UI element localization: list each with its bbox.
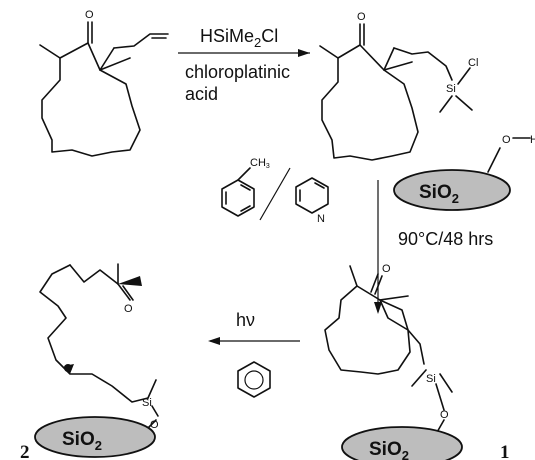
product-1-siloxane-oxygen: O	[440, 409, 449, 421]
product-2-silica-support	[34, 416, 156, 458]
product-1-silica-support	[341, 426, 463, 460]
compound-1-number-visible: 1	[500, 442, 510, 460]
intermediate-oxygen-label: O	[357, 11, 366, 23]
intermediate-chlorine-label: Cl	[468, 57, 478, 69]
product-1-silica-label: SiO2	[369, 439, 409, 460]
pyridine-structure	[295, 177, 329, 214]
catalyst-label-line1: chloroplatinic	[185, 62, 290, 82]
toluene-structure	[221, 167, 255, 217]
pyridine-nitrogen-label: N	[317, 213, 325, 225]
product-2-oxygen-label: O	[124, 303, 133, 315]
product-2-silicon-label: Si	[142, 397, 152, 409]
compound-2-number: 2	[20, 442, 30, 460]
solvent-separator	[259, 167, 291, 221]
starting-oxygen-label: O	[85, 9, 94, 21]
product-1-silicon-label: Si	[426, 373, 436, 385]
silica-hydroxyl-oxygen: O	[502, 134, 511, 146]
silica-reagent	[393, 137, 531, 211]
intermediate-silicon-label: Si	[446, 83, 456, 95]
catalyst-label-line2: acid	[185, 84, 218, 104]
product-2-structure	[39, 263, 159, 433]
benzene-solvent-structure	[237, 361, 271, 398]
product-2-silica-label: SiO2	[62, 429, 102, 453]
immobilization-arrow	[374, 180, 382, 314]
product-1-oxygen-label: O	[382, 263, 391, 275]
starting-ketone-structure	[39, 21, 169, 157]
photolysis-arrow	[208, 337, 300, 345]
hydrosilane-reagent-label: HSiMe2Cl	[200, 26, 278, 50]
photolysis-light-label: hν	[236, 310, 255, 330]
product-1-structure	[324, 265, 453, 435]
toluene-methyl-label: CH3	[250, 157, 270, 170]
silica-reagent-label: SiO2	[419, 182, 459, 206]
chlorosilane-intermediate-structure	[319, 23, 473, 161]
silica-hydroxyl-hydrogen: H	[530, 134, 535, 146]
reaction-conditions-label: 90°C/48 hrs	[398, 229, 493, 249]
hydrosilylation-arrow	[178, 49, 310, 57]
product-2-siloxane-oxygen: O	[150, 419, 159, 431]
